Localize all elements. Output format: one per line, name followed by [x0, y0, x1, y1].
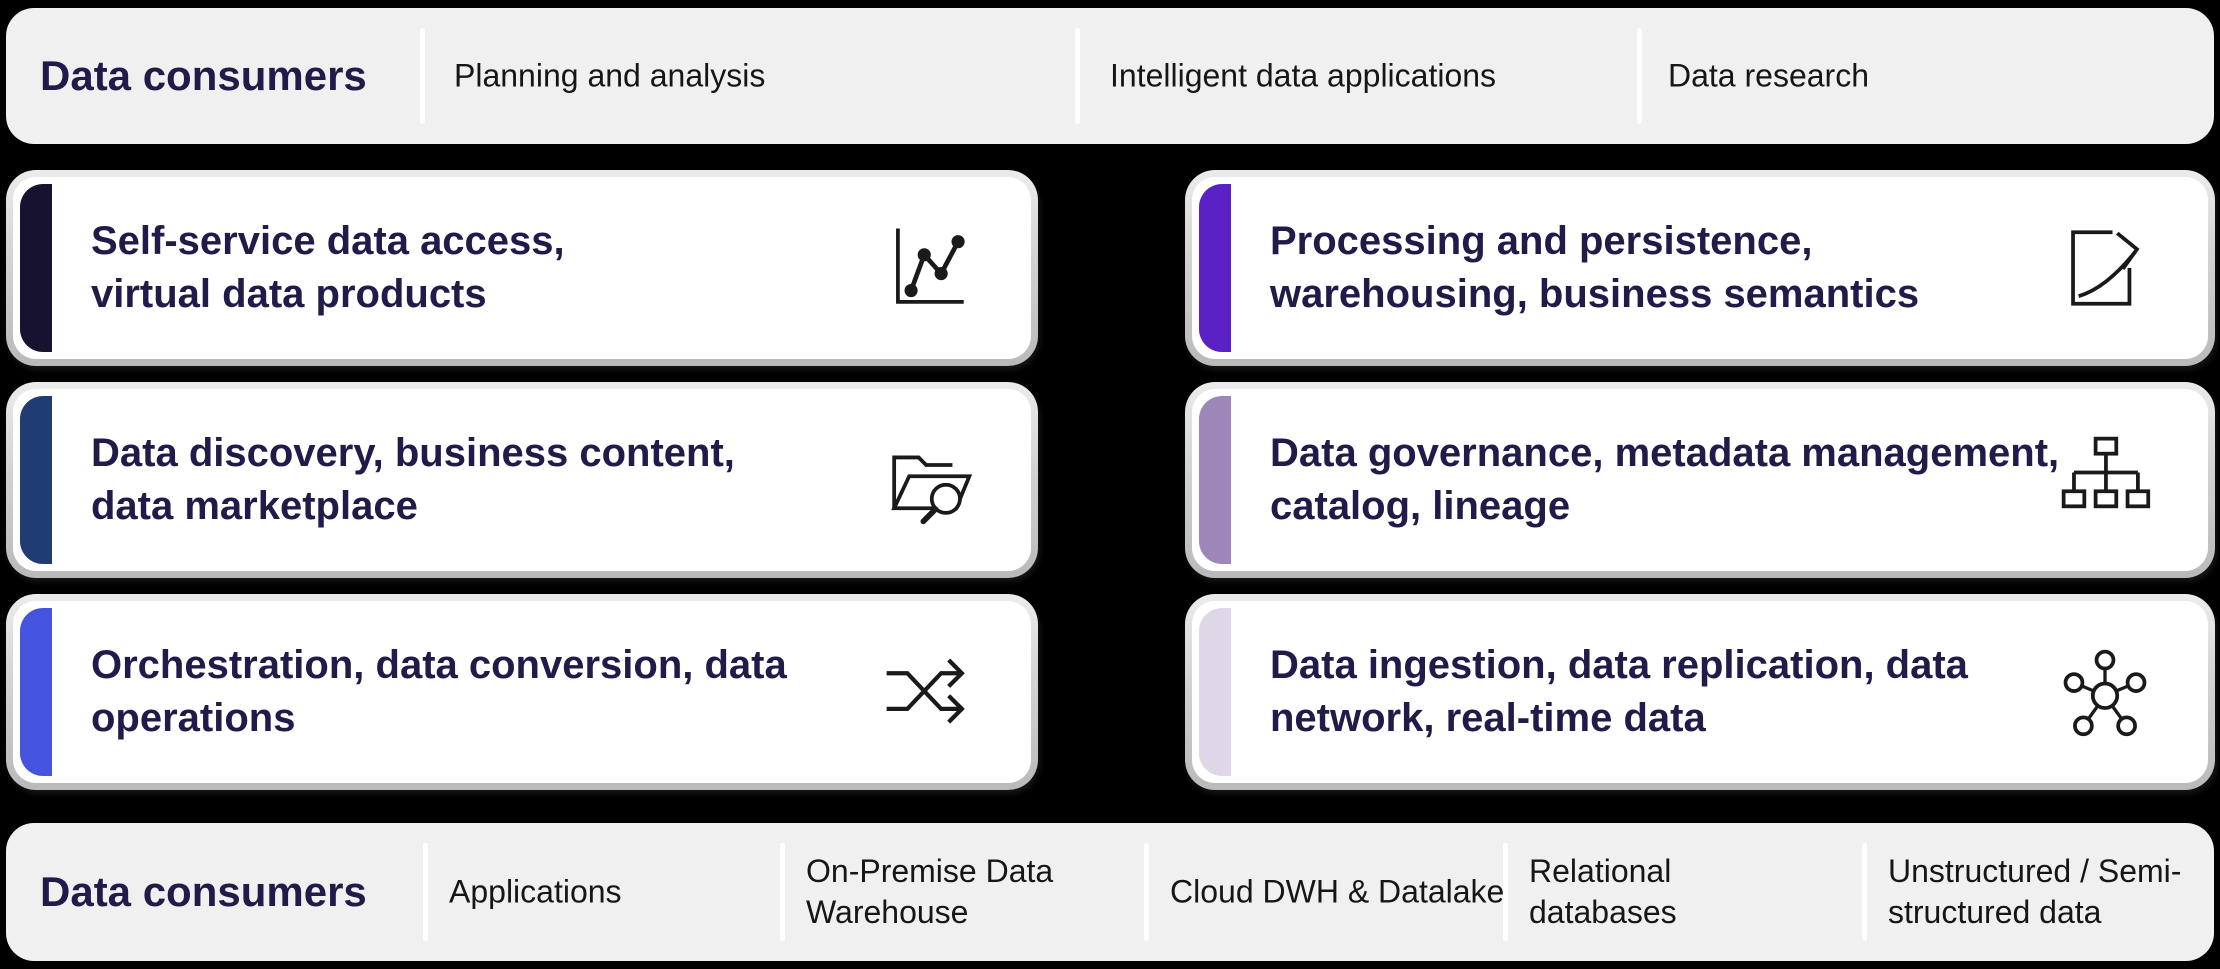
card-title: Data governance, metadata management, ca… [1270, 427, 2059, 533]
line-chart-icon [881, 221, 975, 315]
bar-divider [1503, 843, 1508, 941]
card-body: Processing and persistence, warehousing,… [1192, 177, 2208, 359]
bar-divider [1862, 843, 1867, 941]
bar-divider [420, 28, 425, 124]
top-bar-item-intelligent-data-applications: Intelligent data applications [1110, 57, 1497, 94]
top-bar-item-data-research: Data research [1668, 57, 1869, 94]
bar-divider [780, 843, 785, 941]
bottom-bar-item-on-premise-data-warehouse: On-Premise Data Warehouse [806, 853, 1054, 930]
bar-divider [423, 843, 428, 941]
card-accent-bar [1199, 184, 1231, 352]
bar-divider [1075, 28, 1080, 124]
top-bar-title: Data consumers [40, 52, 367, 99]
card-processing-persistence: Processing and persistence, warehousing,… [1185, 170, 2215, 366]
card-data-governance: Data governance, metadata management, ca… [1185, 382, 2215, 578]
bottom-bar-item-applications: Applications [449, 873, 622, 910]
card-title: Data ingestion, data replication, data n… [1270, 639, 1968, 745]
card-body: Orchestration, data conversion, data ope… [13, 601, 1031, 783]
card-body: Data governance, metadata management, ca… [1192, 389, 2208, 571]
card-data-discovery: Data discovery, business content, data m… [6, 382, 1038, 578]
card-title-line2: operations [91, 696, 296, 740]
top-consumers-bar: Data consumers Planning and analysis Int… [6, 8, 2214, 144]
card-orchestration: Orchestration, data conversion, data ope… [6, 594, 1038, 790]
card-title-line1: Orchestration, data conversion, data [91, 643, 787, 688]
card-title-line2: catalog, lineage [1270, 484, 1571, 528]
card-title: Orchestration, data conversion, data ope… [91, 639, 787, 745]
card-title-line2: virtual data products [91, 272, 487, 316]
card-body: Data ingestion, data replication, data n… [1192, 601, 2208, 783]
bottom-bar-item-relational-databases: Relational databases [1529, 853, 1677, 930]
shuffle-icon [881, 645, 975, 739]
card-title: Self-service data access, virtual data p… [91, 215, 565, 321]
card-data-ingestion: Data ingestion, data replication, data n… [1185, 594, 2215, 790]
bar-divider [1637, 28, 1642, 124]
card-accent-bar [20, 396, 52, 564]
bottom-bar-item-cloud-dwh-datalake: Cloud DWH & Datalake [1170, 873, 1505, 910]
bottom-bar-item-unstructured-semi-structured-data: Unstructured / Semi-structured data [1888, 853, 2182, 930]
card-title-line1: Data governance, metadata management, [1270, 431, 2060, 476]
card-title-line1: Data ingestion, data replication, data [1270, 643, 1968, 688]
network-hub-icon [2058, 645, 2152, 739]
card-self-service-data-access: Self-service data access, virtual data p… [6, 170, 1038, 366]
card-accent-bar [1199, 396, 1231, 564]
card-title: Processing and persistence, warehousing,… [1270, 215, 1919, 321]
card-accent-bar [20, 184, 52, 352]
card-title-line2: warehousing, business semantics [1270, 272, 1920, 316]
bar-divider [1144, 843, 1149, 941]
card-title-line2: data marketplace [91, 484, 418, 528]
card-body: Data discovery, business content, data m… [13, 389, 1031, 571]
share-arrow-icon [2058, 221, 2152, 315]
bottom-bar-title: Data consumers [40, 868, 367, 915]
card-title-line1: Self-service data access, [91, 219, 565, 264]
card-body: Self-service data access, virtual data p… [13, 177, 1031, 359]
card-title-line1: Data discovery, business content, [91, 431, 735, 476]
card-accent-bar [1199, 608, 1231, 776]
bottom-consumers-bar: Data consumers Applications On-Premise D… [6, 823, 2214, 961]
org-chart-icon [2058, 433, 2152, 527]
folder-search-icon [881, 433, 975, 527]
card-title-line2: network, real-time data [1270, 696, 1706, 740]
card-accent-bar [20, 608, 52, 776]
card-title-line1: Processing and persistence, [1270, 219, 1813, 264]
top-bar-item-planning-and-analysis: Planning and analysis [454, 57, 766, 94]
card-title: Data discovery, business content, data m… [91, 427, 735, 533]
